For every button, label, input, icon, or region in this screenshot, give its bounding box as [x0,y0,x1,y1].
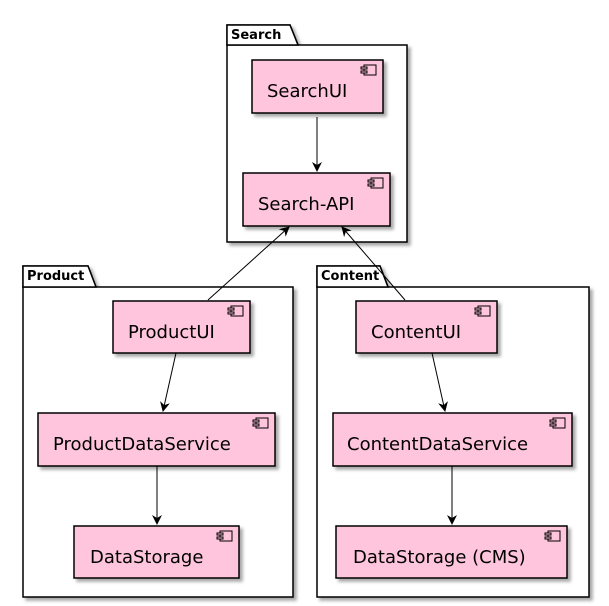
component-search-api[interactable]: Search-API [242,172,391,227]
component-label: ContentDataService [347,434,528,455]
package-product-tab [22,265,98,288]
component-label: DataStorage (CMS) [353,547,526,568]
component-icon [216,530,233,542]
component-productdataservice[interactable]: ProductDataService [37,412,276,467]
component-label: ProductDataService [53,434,231,455]
package-content-tab [316,265,390,288]
component-searchui[interactable]: SearchUI [251,59,384,114]
arrow-productui-to-searchapi [207,226,290,301]
component-icon [252,417,269,429]
component-icon [549,417,566,429]
component-label: SearchUI [267,81,347,102]
arrow-contentui-to-searchapi [341,226,406,301]
component-icon [360,64,377,76]
component-productui[interactable]: ProductUI [112,300,251,354]
component-label: DataStorage [90,547,203,568]
connections [152,117,457,525]
component-label: ProductUI [128,322,215,343]
component-datastorage[interactable]: DataStorage [73,525,240,579]
component-icon [227,305,244,317]
component-datastorage-cms[interactable]: DataStorage (CMS) [335,525,568,579]
component-icon [544,530,561,542]
arrow-contentui-to-contentdataservice [431,352,448,412]
package-search-title: Search [231,28,281,43]
package-content-title: Content [321,269,379,284]
component-icon [474,305,491,317]
component-contentdataservice[interactable]: ContentDataService [332,412,573,467]
arrow-productui-to-productdataservice [160,352,177,412]
component-label: Search-API [258,194,354,215]
component-contentui[interactable]: ContentUI [355,300,498,354]
package-product-title: Product [27,269,84,284]
component-label: ContentUI [371,322,461,343]
component-icon [367,177,384,189]
